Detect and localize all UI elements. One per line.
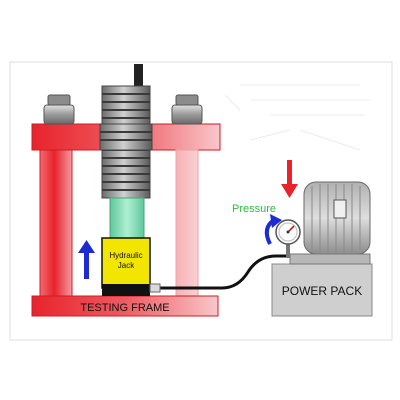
jack-piston bbox=[109, 197, 145, 239]
jack-label-line2: Jack bbox=[118, 261, 135, 270]
hydraulic-hose bbox=[150, 254, 294, 290]
rotate-arrow-icon bbox=[264, 214, 282, 245]
pressure-gauge-icon bbox=[275, 219, 301, 258]
right-post bbox=[175, 149, 199, 297]
jack-bottom-plate bbox=[102, 284, 150, 296]
left-nut bbox=[43, 94, 75, 125]
background-sketch bbox=[224, 84, 370, 151]
right-nut bbox=[171, 94, 203, 125]
down-arrow-icon bbox=[281, 160, 298, 198]
jack-label-line1: Hydraulic bbox=[109, 251, 142, 260]
power-pack bbox=[271, 263, 373, 317]
up-arrow-icon bbox=[78, 240, 95, 279]
testing-frame-label: TESTING FRAME bbox=[80, 302, 169, 314]
hose-fitting-left bbox=[149, 283, 161, 293]
motor bbox=[289, 181, 371, 265]
hydraulic-jack bbox=[101, 237, 151, 289]
left-post bbox=[39, 149, 73, 297]
power-pack-label: POWER PACK bbox=[282, 284, 362, 298]
screw-through-beam bbox=[99, 123, 153, 151]
pressure-label: Pressure bbox=[232, 203, 276, 215]
top-rod bbox=[134, 64, 143, 90]
